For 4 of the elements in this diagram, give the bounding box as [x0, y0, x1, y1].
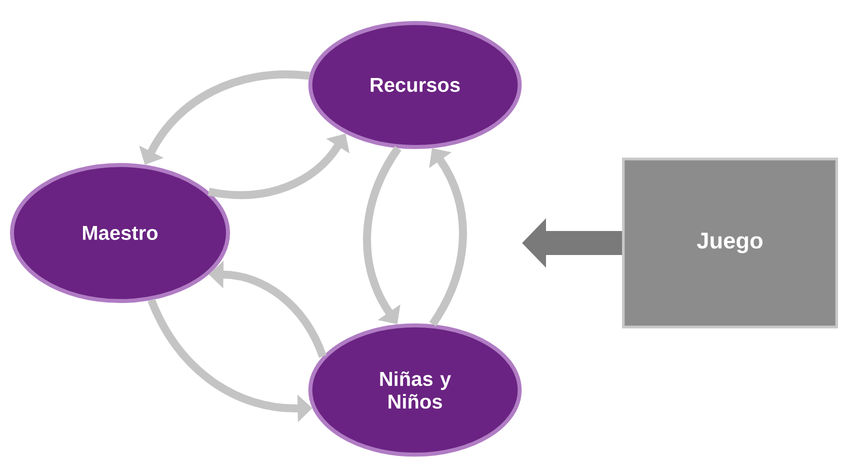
ellipse-node: Maestro	[10, 163, 230, 303]
ellipse-node: Niñas y Niños	[308, 323, 522, 457]
ellipse-node: Recursos	[308, 21, 522, 149]
square-box: Juego	[622, 158, 838, 328]
